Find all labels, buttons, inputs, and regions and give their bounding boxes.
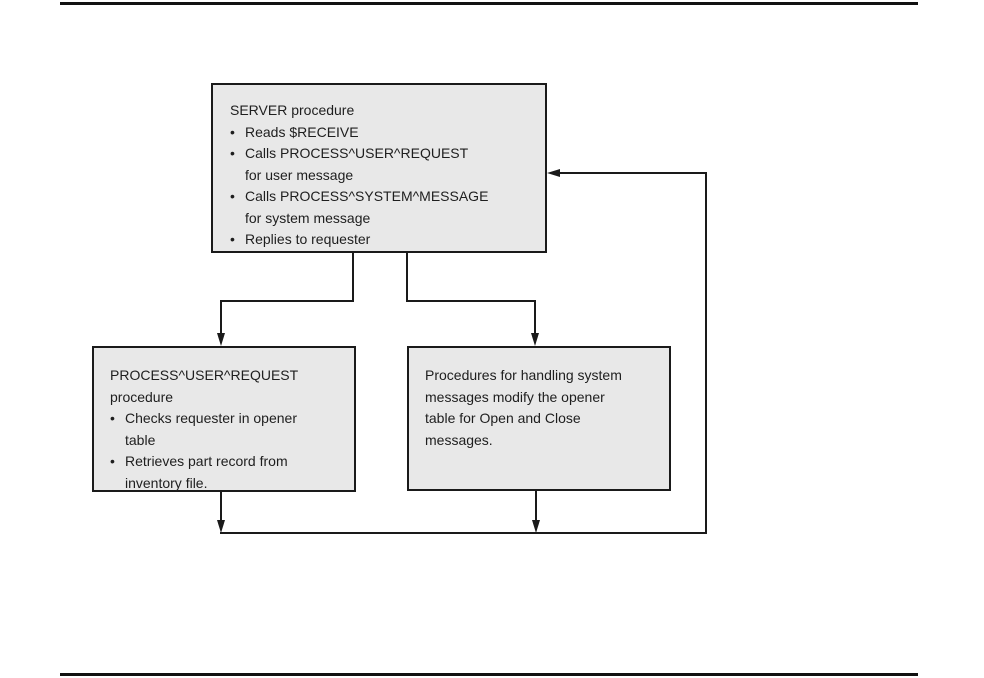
server-bullet-reads-receive: • Reads $RECEIVE [230, 122, 539, 144]
system-box-line: messages modify the opener [425, 388, 605, 405]
bullet-icon: • [230, 188, 235, 204]
connector-user-box-down [220, 492, 222, 521]
server-box-title: SERVER procedure [230, 102, 355, 118]
bullet-line: Reads $RECEIVE [245, 123, 359, 140]
bullet-icon: • [110, 410, 115, 426]
user-bullet-retrieves-record: • Retrieves part record from inventory f… [110, 451, 350, 494]
bullet-line: Retrieves part record from [125, 453, 288, 469]
arrow-left-icon [547, 169, 560, 177]
system-messages-box: Procedures for handling system messages … [407, 346, 671, 491]
return-line-bottom [220, 532, 707, 534]
return-line-top [560, 172, 707, 174]
bullet-line: table [125, 431, 156, 448]
bullet-line: for system message [245, 209, 371, 226]
bullet-icon: • [230, 231, 235, 247]
user-box-title-line: PROCESS^USER^REQUEST [110, 367, 299, 383]
return-line-riser [705, 172, 707, 534]
bullet-line: Calls PROCESS^SYSTEM^MESSAGE [245, 188, 489, 204]
connector-system-box-down [535, 491, 537, 521]
server-bullet-calls-system-message: • Calls PROCESS^SYSTEM^MESSAGE for syste… [230, 186, 539, 229]
bullet-line: Replies to requester [245, 231, 371, 247]
bottom-rule [60, 673, 918, 676]
connector-server-drop-left [352, 252, 354, 301]
process-user-request-box: PROCESS^USER^REQUEST procedure • Checks … [92, 346, 356, 492]
bullet-line: Calls PROCESS^USER^REQUEST [245, 145, 469, 161]
user-bullet-checks-requester: • Checks requester in opener table [110, 408, 350, 451]
system-box-line: messages. [425, 431, 493, 448]
arrow-down-icon [532, 520, 540, 533]
connector-into-user-box [220, 300, 222, 334]
arrow-down-icon [531, 333, 539, 346]
bullet-icon: • [230, 145, 235, 161]
system-box-line: Procedures for handling system [425, 367, 622, 383]
bullet-icon: • [110, 453, 115, 469]
arrow-down-icon [217, 333, 225, 346]
server-bullet-replies: • Replies to requester [230, 229, 539, 251]
connector-server-to-user-horizontal [220, 300, 354, 302]
arrow-down-icon [217, 520, 225, 533]
connector-server-to-system-horizontal [406, 300, 536, 302]
server-bullet-calls-user-request: • Calls PROCESS^USER^REQUEST for user me… [230, 143, 539, 186]
bullet-line: Checks requester in opener [125, 410, 297, 426]
connector-into-system-box [534, 300, 536, 334]
user-box-title-line: procedure [110, 388, 174, 405]
bullet-line: inventory file. [125, 474, 208, 491]
top-rule [60, 2, 918, 5]
bullet-icon: • [230, 123, 235, 140]
bullet-line: for user message [245, 166, 354, 183]
connector-server-drop-right [406, 252, 408, 301]
server-procedure-box: SERVER procedure • Reads $RECEIVE • Call… [211, 83, 547, 253]
system-box-line: table for Open and Close [425, 410, 581, 426]
